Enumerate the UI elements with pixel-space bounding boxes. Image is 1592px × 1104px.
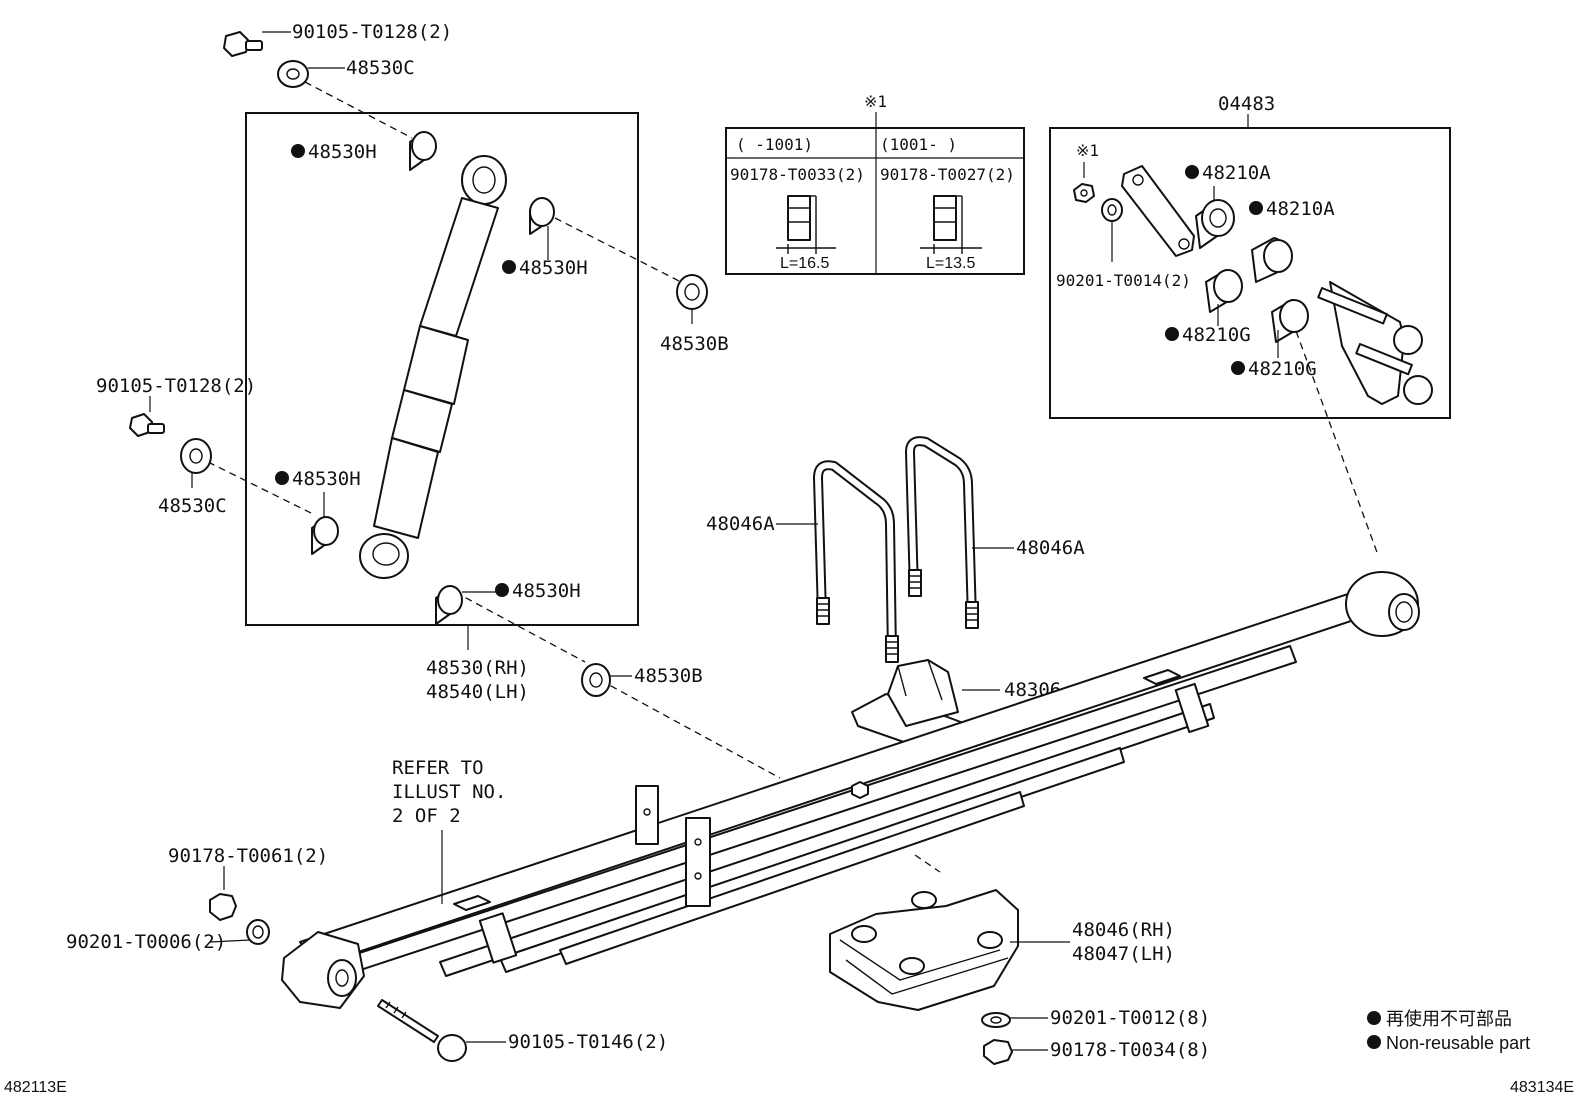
bolt-left-icon (129, 413, 165, 437)
label-absorber-rh: 48530(RH) (426, 657, 529, 679)
label-bush-h-3: 48530H (292, 468, 361, 490)
nut-length-table: ( -1001) (1001- ) 90178-T0033(2) 90178-T… (725, 127, 1025, 275)
bushing-a-1-icon (1195, 199, 1235, 249)
seat-washer-icon (981, 1012, 1011, 1028)
refer-line-1: REFER TO (392, 757, 484, 779)
table-col1-len: L=16.5 (780, 255, 829, 272)
u-bolt-left-icon (813, 460, 899, 663)
label-bush-h-1: 48530H (308, 141, 377, 163)
label-washer-left: 48530C (158, 495, 227, 517)
label-kit-bush-g1: 48210G (1182, 324, 1251, 346)
flange-nut-1-icon (776, 195, 836, 254)
retainer-b-2-icon (581, 663, 611, 697)
legend-en: Non-reusable part (1386, 1033, 1530, 1053)
label-seat-lh: 48047(LH) (1072, 943, 1175, 965)
kit-washer-icon (1101, 198, 1123, 222)
shock-absorber-icon (359, 155, 507, 579)
bolt-top-icon (223, 31, 263, 57)
label-kit-washer: 90201-T0014(2) (1056, 271, 1191, 290)
spring-seat-icon (829, 889, 1019, 1011)
label-seat-washer: 90201-T0012(8) (1050, 1007, 1210, 1029)
bushing-h-2-icon (529, 197, 555, 235)
washer-top-icon (277, 60, 309, 88)
footer-left-code: 482113E (4, 1079, 67, 1096)
bushing-h-3-icon (311, 516, 339, 555)
label-ubolt-left: 48046A (706, 513, 775, 535)
refer-line-3: 2 OF 2 (392, 805, 461, 827)
shock-absorber-box (245, 112, 639, 626)
label-bolt-top: 90105-T0128(2) (292, 21, 452, 43)
legend: 再使用不可部品 Non-reusable part (1367, 1009, 1530, 1053)
table-col1-head: ( -1001) (736, 135, 813, 154)
seat-nut-icon (983, 1039, 1013, 1065)
label-washer-top: 48530C (346, 57, 415, 79)
washer-left-icon (180, 438, 212, 474)
label-bush-h-4: 48530H (512, 580, 581, 602)
table-col2-head: (1001- ) (880, 135, 957, 154)
label-kit-bush-a1: 48210A (1202, 162, 1271, 184)
table-col2-part: 90178-T0027(2) (880, 165, 1015, 184)
table-note: ※1 (864, 92, 887, 111)
bushing-g-2-icon (1271, 299, 1309, 343)
label-washer-eye: 90201-T0006(2) (66, 931, 226, 953)
bushing-g-1-icon (1205, 269, 1243, 313)
label-seat-rh: 48046(RH) (1072, 919, 1175, 941)
label-bolt-left: 90105-T0128(2) (96, 375, 256, 397)
leaf-spring-icon (281, 571, 1420, 1009)
label-ubolt-right: 48046A (1016, 537, 1085, 559)
label-kit-note: ※1 (1076, 141, 1099, 160)
label-kit-bush-a2: 48210A (1266, 198, 1335, 220)
assembly-lines (207, 81, 1379, 873)
refer-line-2: ILLUST NO. (392, 781, 506, 803)
retainer-b-1-icon (676, 274, 708, 310)
label-eye-bolt: 90105-T0146(2) (508, 1031, 668, 1053)
label-bush-h-2: 48530H (519, 257, 588, 279)
eye-bolt-icon (377, 999, 467, 1062)
shackle-kit-box (1049, 127, 1451, 419)
bushing-h-4-icon (435, 585, 463, 625)
table-col2-len: L=13.5 (926, 255, 975, 272)
label-kit-bush-g2: 48210G (1248, 358, 1317, 380)
legend-jp: 再使用不可部品 (1386, 1009, 1512, 1029)
label-nut-left: 90178-T0061(2) (168, 845, 328, 867)
table-col1-part: 90178-T0033(2) (730, 165, 865, 184)
flange-nut-2-icon (920, 195, 982, 254)
bushing-a-2-icon (1251, 237, 1293, 283)
shackle-pin-plate-icon (1317, 281, 1433, 405)
label-seat-nut: 90178-T0034(8) (1050, 1039, 1210, 1061)
label-retainer-b-1: 48530B (660, 333, 729, 355)
bushing-h-1-icon (409, 131, 437, 171)
shackle-plate-icon (1121, 165, 1195, 257)
nut-left-icon (209, 893, 237, 921)
footer-right-code: 483134E (1510, 1079, 1574, 1096)
label-retainer-b-2: 48530B (634, 665, 703, 687)
washer-eye-icon (246, 919, 270, 945)
kit-nut-icon (1073, 183, 1095, 203)
label-kit: 04483 (1218, 93, 1275, 115)
label-absorber-lh: 48540(LH) (426, 681, 529, 703)
u-bolt-right-icon (904, 436, 979, 629)
